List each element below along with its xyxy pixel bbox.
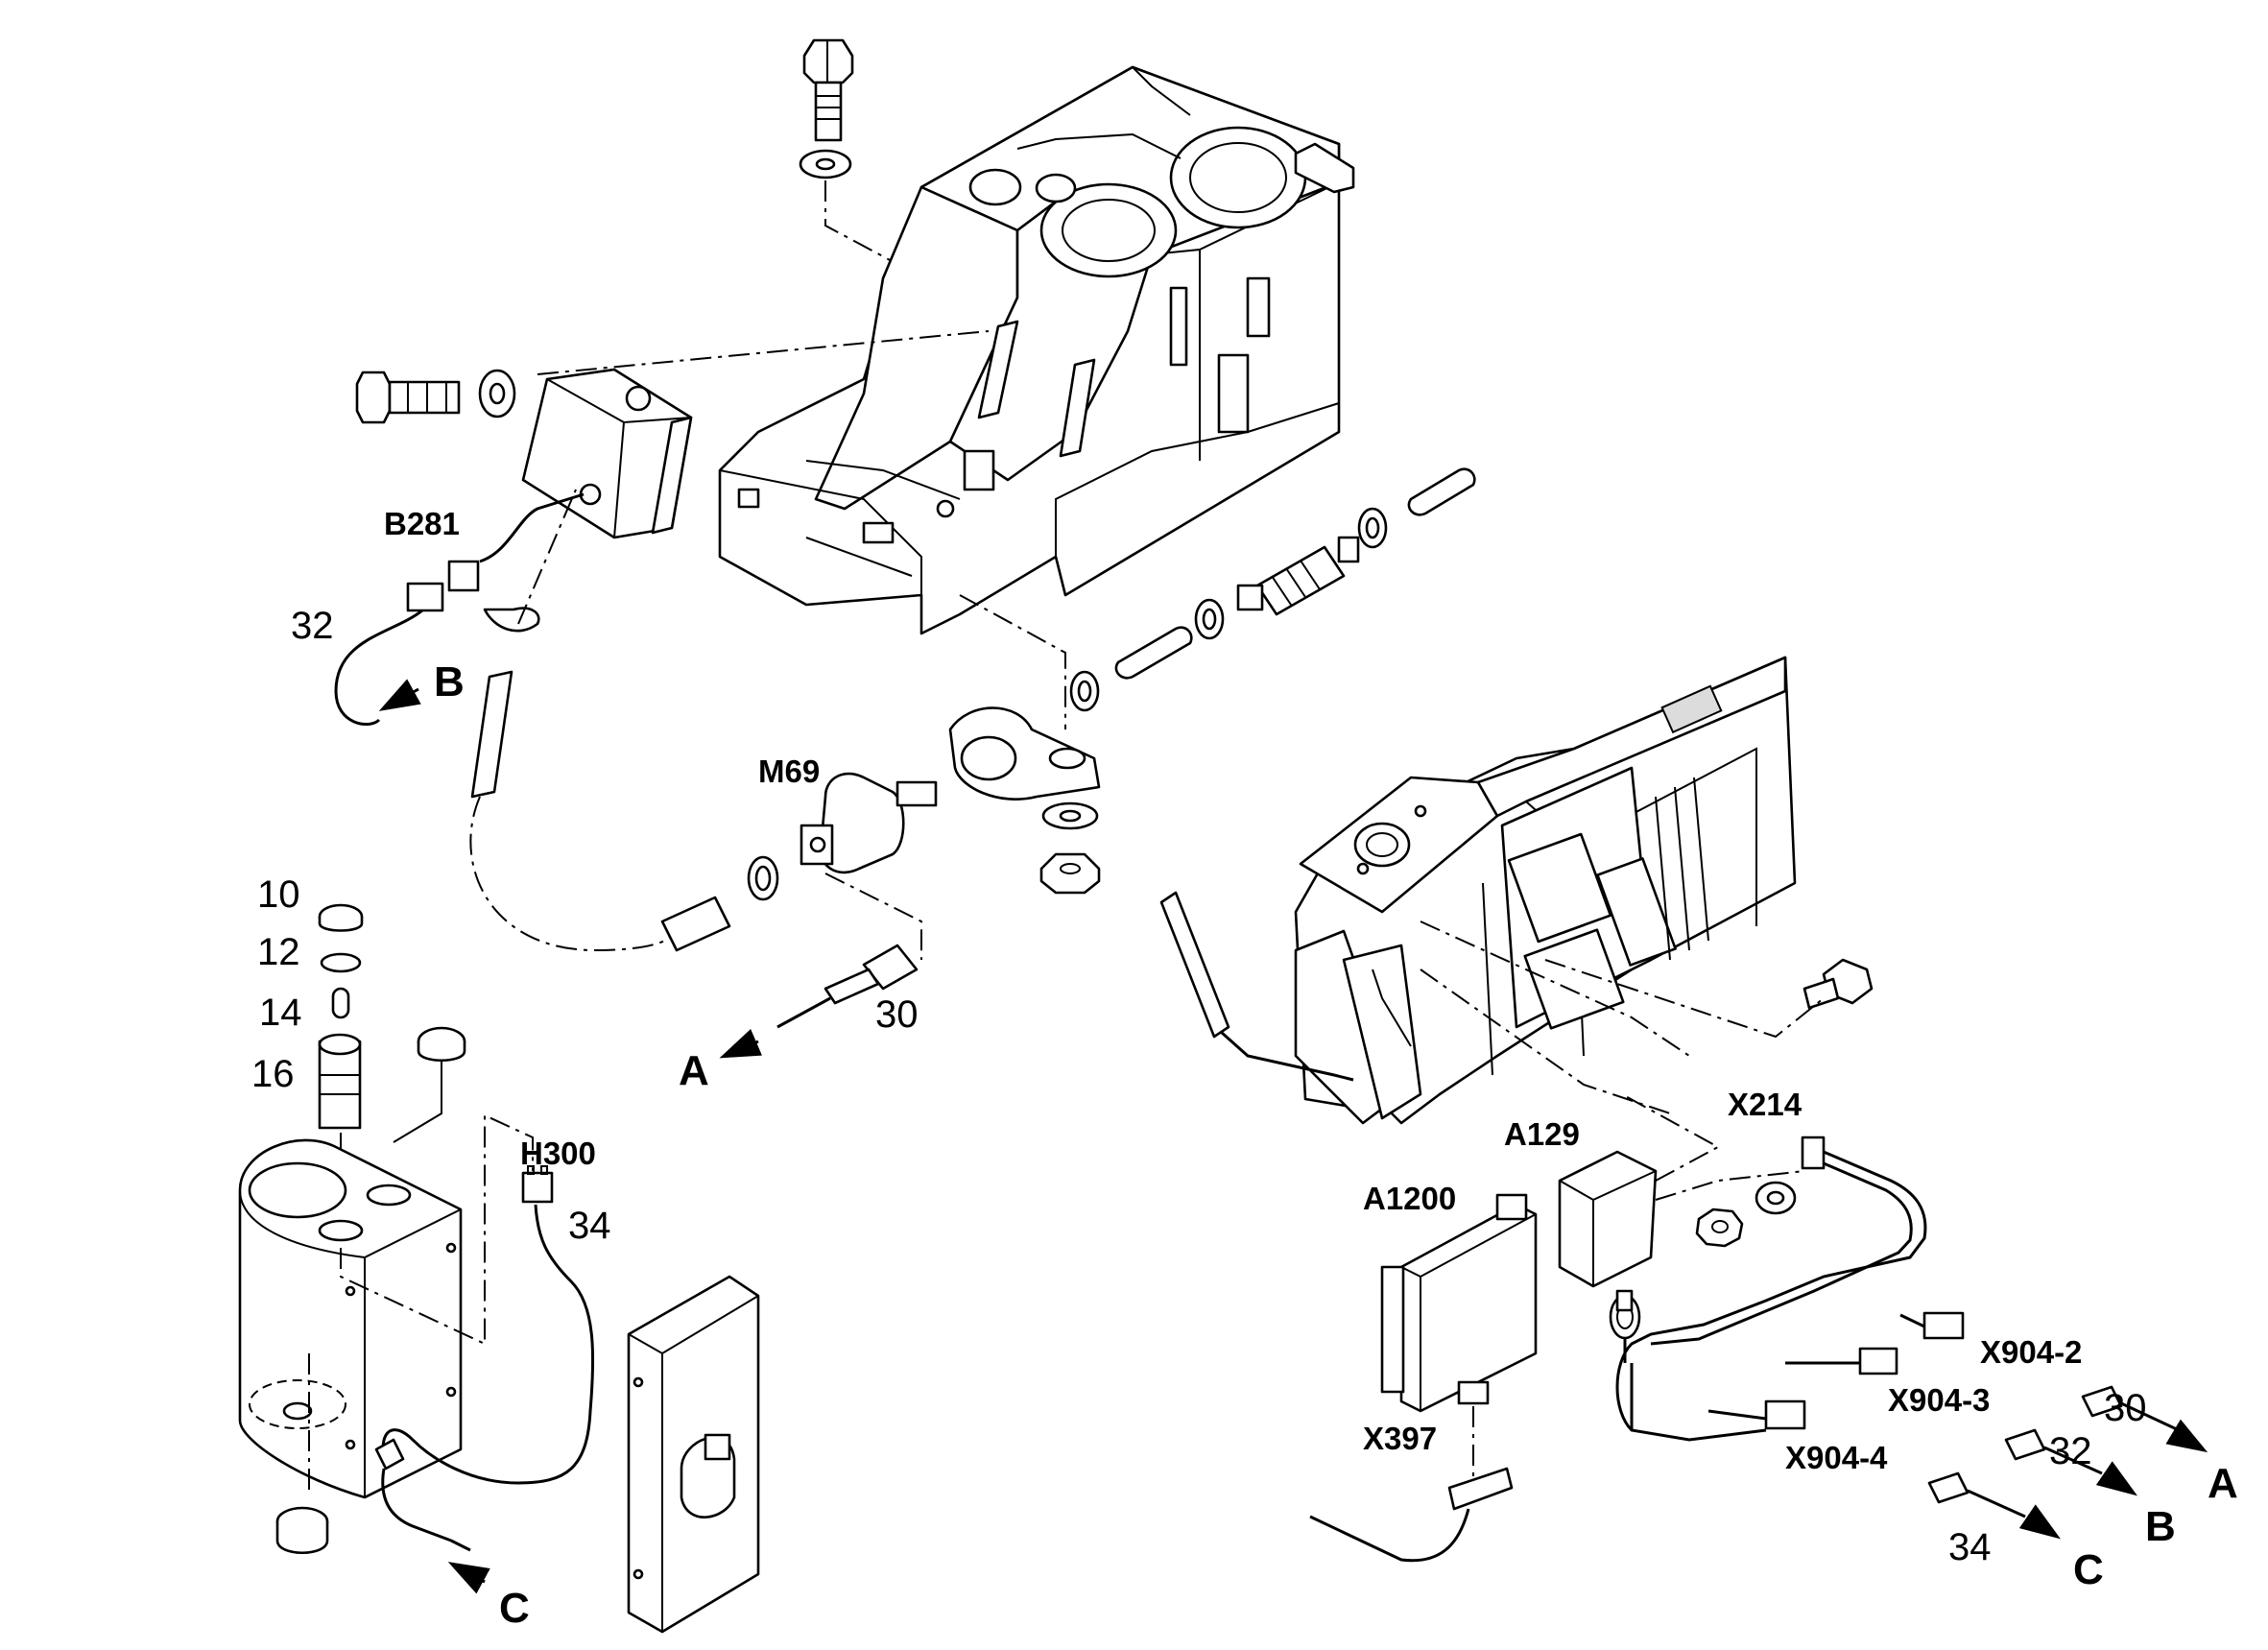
b281-cable	[334, 489, 585, 727]
label-10: 10	[257, 873, 300, 916]
b281-washer	[478, 369, 516, 418]
label-b-right: B	[2145, 1503, 2176, 1550]
label-34-right: 34	[1948, 1526, 1992, 1568]
label-12: 12	[257, 931, 300, 973]
x904-4-plug	[1927, 1471, 2061, 1540]
label-14: 14	[259, 992, 302, 1034]
label-16: 16	[251, 1053, 295, 1095]
label-a1200: A1200	[1363, 1181, 1456, 1216]
foot-plug	[275, 1506, 329, 1555]
lamp-housing	[238, 1138, 463, 1499]
top-washer	[799, 149, 852, 179]
a129-washer	[1755, 1181, 1797, 1215]
top-bolt	[802, 38, 854, 142]
label-x397: X397	[1363, 1421, 1437, 1456]
a129-module	[1558, 1150, 1658, 1312]
label-x904-3: X904-3	[1888, 1382, 1990, 1418]
x397-connector	[1309, 1467, 1514, 1563]
bracket-clip	[948, 706, 1101, 801]
o-ring-12	[320, 952, 362, 973]
label-x904-4: X904-4	[1785, 1440, 1888, 1475]
label-c-right: C	[2073, 1546, 2104, 1593]
console-bolt	[1802, 958, 1874, 1010]
cover-plate	[627, 1275, 760, 1634]
label-30-right: 30	[2104, 1387, 2147, 1429]
x904-2-plug	[2081, 1385, 2208, 1453]
m69-clamp	[747, 855, 779, 901]
socket-16	[318, 1033, 362, 1130]
cap-10	[318, 903, 364, 932]
a129-nut	[1695, 1208, 1744, 1248]
x214-harness	[1609, 1136, 1965, 1442]
bulb-14	[331, 987, 350, 1019]
x904-3-plug	[2004, 1428, 2137, 1496]
control-console	[1294, 656, 1797, 1125]
pump-connector-30	[719, 944, 919, 1059]
b281-bolt	[355, 371, 461, 424]
control-lever	[1159, 891, 1354, 1082]
label-x904-2: X904-2	[1980, 1334, 2082, 1370]
label-h300: H300	[520, 1136, 596, 1171]
b281-module	[521, 368, 693, 539]
label-x214: X214	[1728, 1087, 1802, 1122]
label-c-left: C	[499, 1585, 530, 1632]
label-30-left: 30	[875, 993, 919, 1036]
washer-mid	[1041, 801, 1099, 830]
label-a-right: A	[2208, 1460, 2238, 1507]
hose-segment-1	[1114, 626, 1193, 680]
hose-clamp-1	[1069, 670, 1100, 712]
h300-connector	[374, 1165, 595, 1552]
plug-cap	[417, 1026, 466, 1062]
a1200-module	[1380, 1193, 1538, 1413]
m69-pump	[800, 772, 938, 874]
label-a129: A129	[1504, 1116, 1580, 1152]
filter-cartridge	[1236, 536, 1360, 616]
label-b281: B281	[384, 506, 460, 541]
hose-b281-m69	[469, 670, 731, 952]
nut-mid	[1039, 852, 1101, 895]
label-a-left: A	[679, 1047, 709, 1094]
label-32-left: 32	[291, 605, 334, 647]
main-housing	[718, 65, 1355, 635]
label-32-right: 32	[2049, 1430, 2092, 1472]
hose-clamp-3	[1357, 507, 1388, 549]
label-m69: M69	[758, 753, 820, 789]
label-34-left: 34	[568, 1205, 611, 1247]
label-b-left: B	[434, 658, 465, 705]
hose-clamp-2	[1194, 598, 1225, 640]
hose-segment-2	[1407, 467, 1476, 516]
